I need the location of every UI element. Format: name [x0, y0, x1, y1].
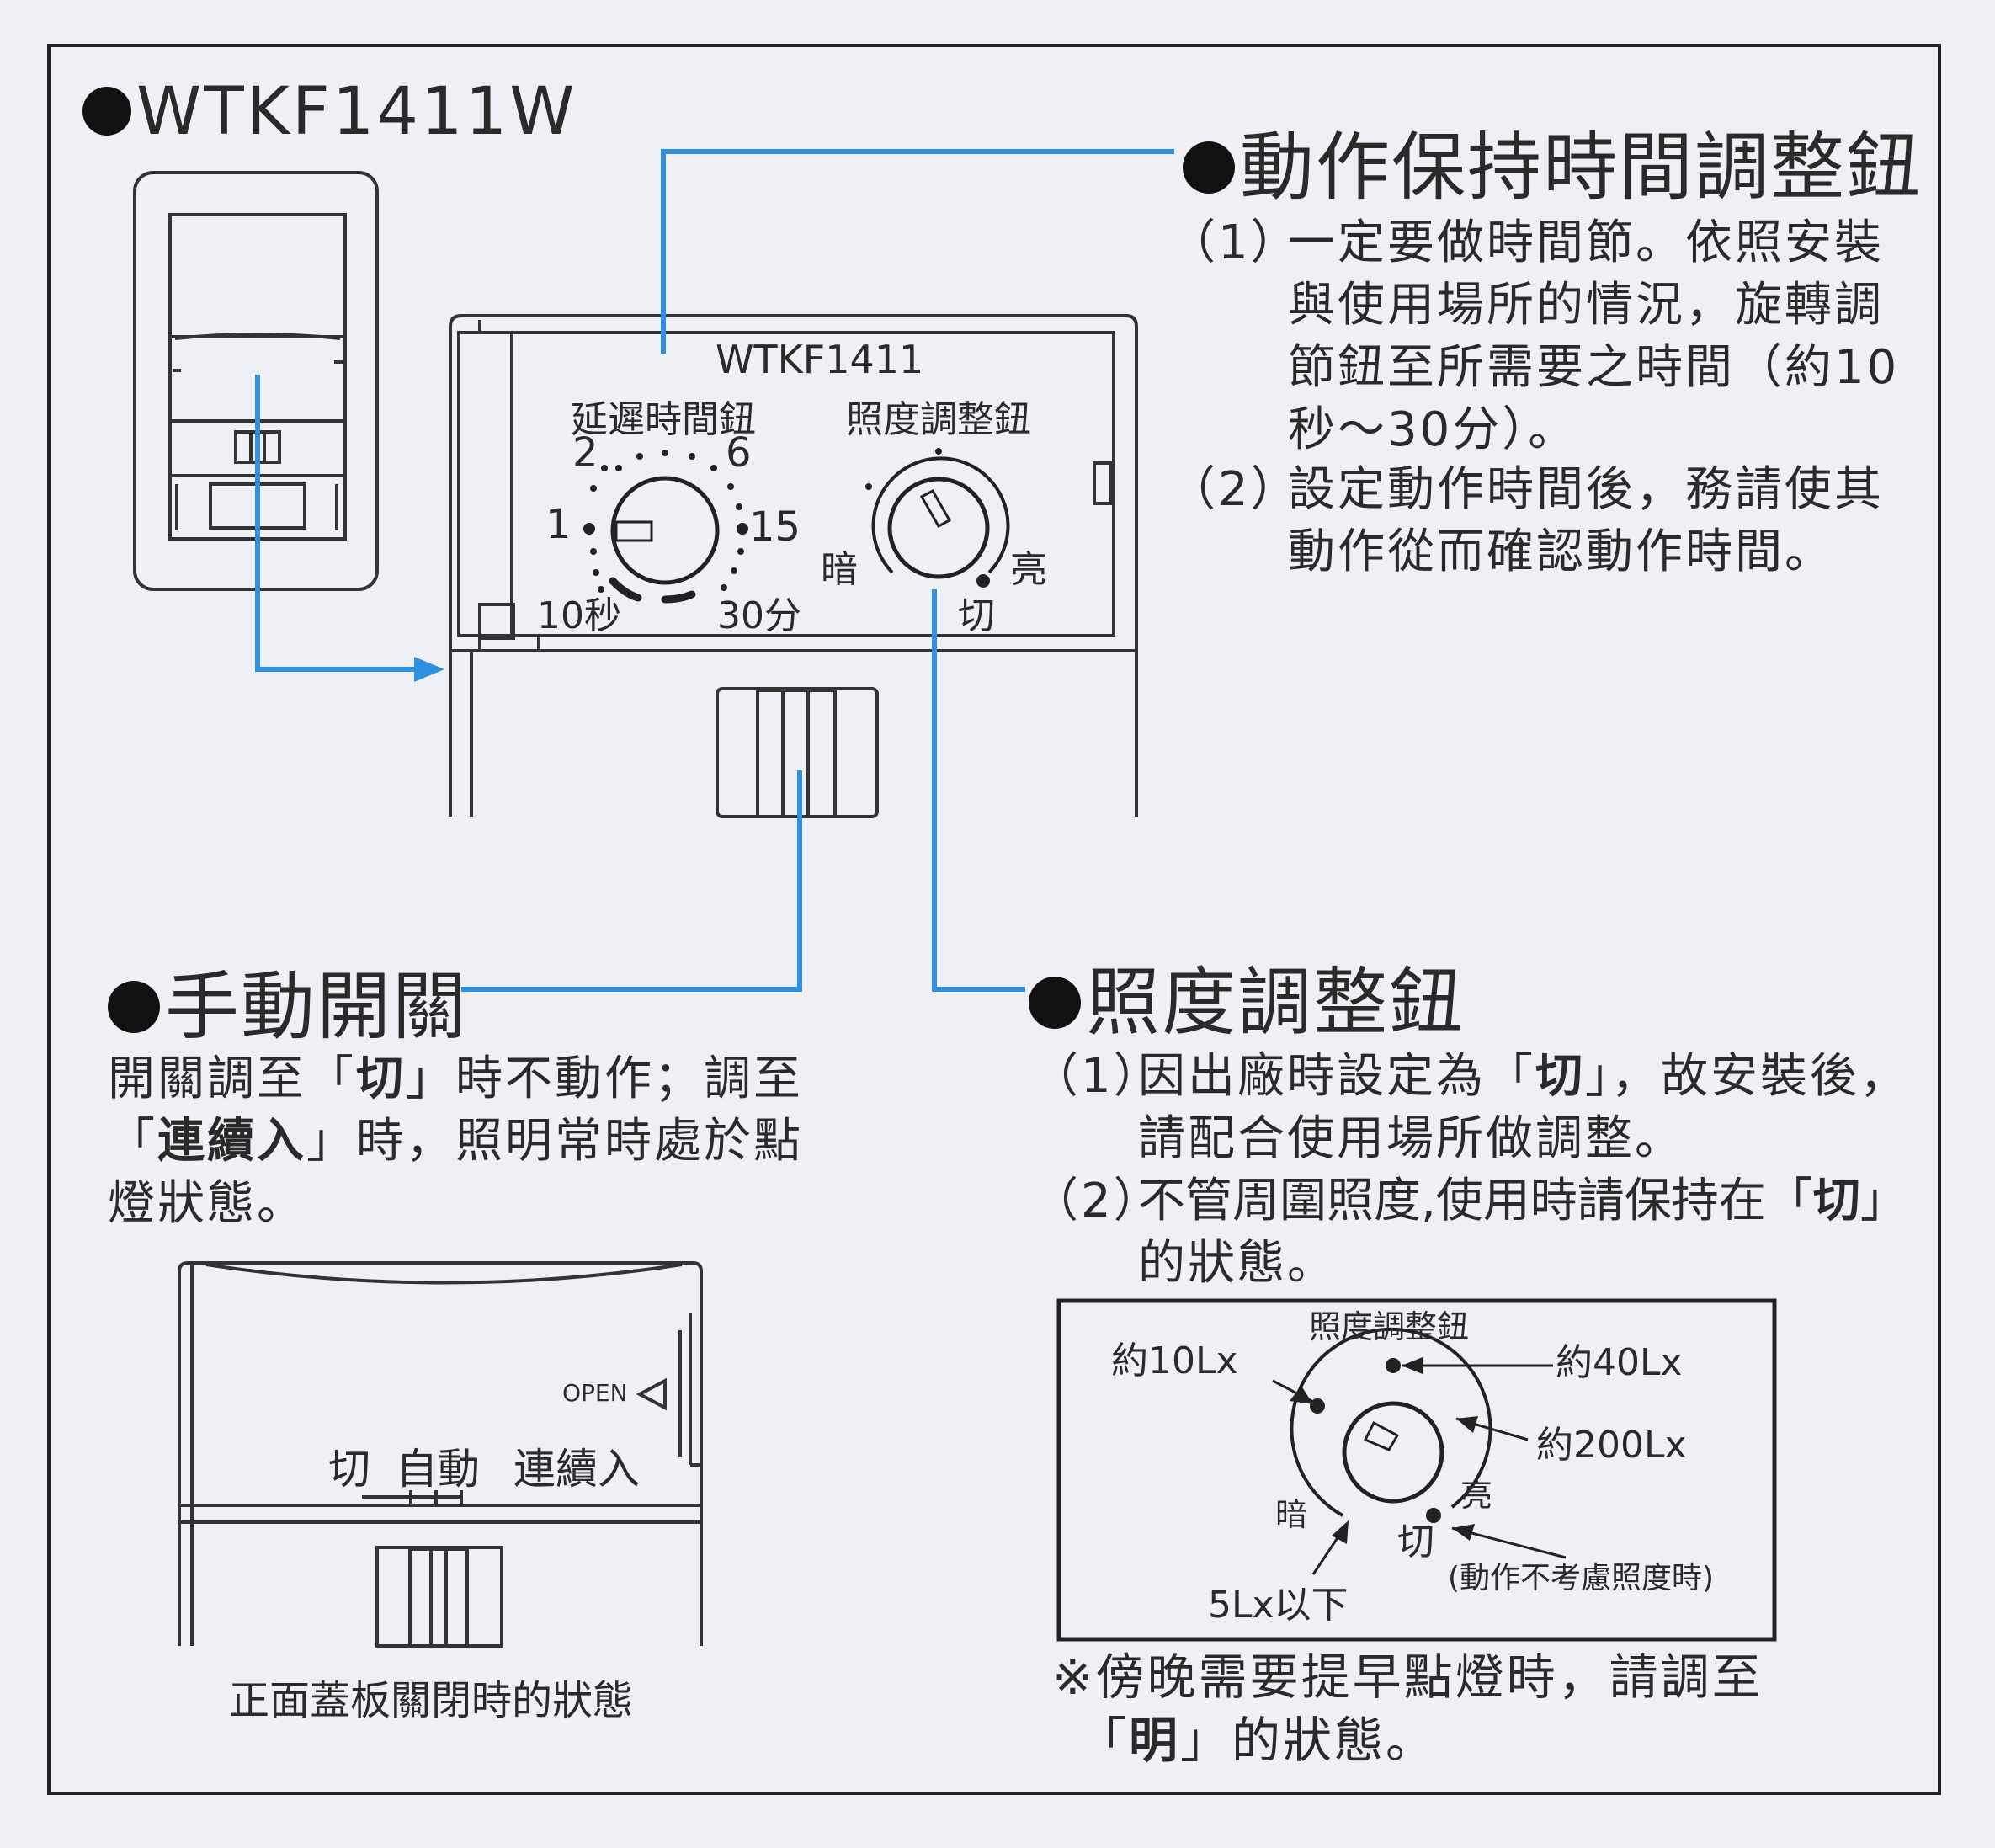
lux-item1-line1: 因出廠時設定為「切」，故安裝後， [1138, 1049, 1909, 1104]
lux-item2-line1: 不管周圍照度,使用時請保持在「切」 [1138, 1174, 1907, 1228]
hold-time-title: 動作保持時間調整鈕 [1183, 108, 1922, 215]
panel-model: WTKF1411 [716, 337, 924, 382]
cover-pos-auto: 自動 [396, 1445, 480, 1494]
hold-time-item2-line2: 動作從而確認動作時間。 [1288, 525, 1834, 579]
delay-mark-1: 1 [545, 501, 572, 548]
page-frame [47, 44, 1941, 1795]
lux-knob [871, 456, 1010, 579]
lux-item1-line2: 請配合使用場所做調整。 [1138, 1111, 1684, 1166]
cover-pos-cont: 連續入 [513, 1445, 640, 1494]
cover-drawing [178, 1261, 703, 1648]
lux-chart-5lx: 5Lx以下 [1208, 1584, 1349, 1627]
bullet-icon [82, 86, 131, 136]
lux-chart-40lx: 約40Lx [1556, 1341, 1683, 1384]
hold-time-item1-line4: 秒～30分）。 [1288, 402, 1578, 457]
hold-time-item1-line3: 節鈕至所需要之時間（約10 [1288, 340, 1900, 395]
hold-time-item2-line1: 設定動作時間後，務請使其 [1288, 462, 1884, 517]
bullet-icon [108, 981, 160, 1034]
lux-chart-markers [1290, 1357, 1478, 1544]
lux-chart-bright: 亮 [1460, 1477, 1493, 1514]
lux-knob-label: 照度調整鈕 [846, 398, 1031, 441]
bullet-icon [1029, 977, 1081, 1030]
delay-mark-2: 2 [572, 429, 598, 477]
delay-min-label: 10秒 [537, 594, 621, 637]
lux-item1-num: （1） [1031, 1049, 1163, 1104]
delay-max-label: 30分 [717, 594, 801, 637]
hold-time-item1-line1: 一定要做時間節。依照安裝 [1288, 216, 1884, 270]
panel-bright-label: 亮 [1010, 548, 1047, 591]
delay-mark-6: 6 [726, 429, 752, 477]
lux-chart-10lx: 約10Lx [1111, 1339, 1238, 1382]
bullet-icon [1183, 141, 1235, 194]
lux-item2-line2: 的狀態。 [1138, 1236, 1337, 1291]
cover-open-label: OPEN [562, 1379, 628, 1407]
hold-time-item1-num: （1） [1168, 216, 1301, 270]
delay-mark-15: 15 [749, 503, 801, 551]
cover-caption: 正面蓋板關閉時的狀態 [229, 1677, 634, 1724]
note-line1: ※傍晚需要提早點燈時，請調至 [1052, 1648, 1764, 1706]
lux-off-dot [976, 574, 990, 588]
note-line2: 「明」的狀態。 [1077, 1712, 1438, 1769]
manual-switch-line3: 燈狀態。 [108, 1176, 306, 1231]
cover-pos-off: 切 [328, 1445, 370, 1494]
panel-dark-label: 暗 [821, 548, 858, 591]
lux-chart-200lx: 約200Lx [1536, 1424, 1687, 1467]
delay-knob-label: 延遲時間鈕 [571, 398, 756, 441]
lux-chart-knob-label: 照度調整鈕 [1309, 1308, 1470, 1345]
hold-time-item1-line2: 與使用場所的情況，旋轉調 [1288, 278, 1884, 333]
manual-switch-line2: 「連續入」時，照明常時處於點 [108, 1114, 803, 1169]
lux-chart-off-note: (動作不考慮照度時) [1448, 1561, 1715, 1595]
model-title: WTKF1411W [82, 74, 577, 150]
lux-title: 照度調整鈕 [1029, 943, 1465, 1050]
manual-switch-line1: 開關調至「切」時不動作；調至 [108, 1052, 803, 1106]
leader-lines [255, 149, 1174, 992]
lux-chart-dark: 暗 [1275, 1496, 1308, 1533]
manual-switch-title: 手動開關 [108, 947, 468, 1054]
delay-knob [609, 476, 720, 604]
hold-time-item2-num: （2） [1168, 462, 1301, 517]
lux-item2-num: （2） [1031, 1174, 1163, 1228]
panel-off-label: 切 [958, 594, 995, 637]
delay-dial-dots [583, 450, 748, 593]
lux-chart-off: 切 [1397, 1520, 1434, 1563]
